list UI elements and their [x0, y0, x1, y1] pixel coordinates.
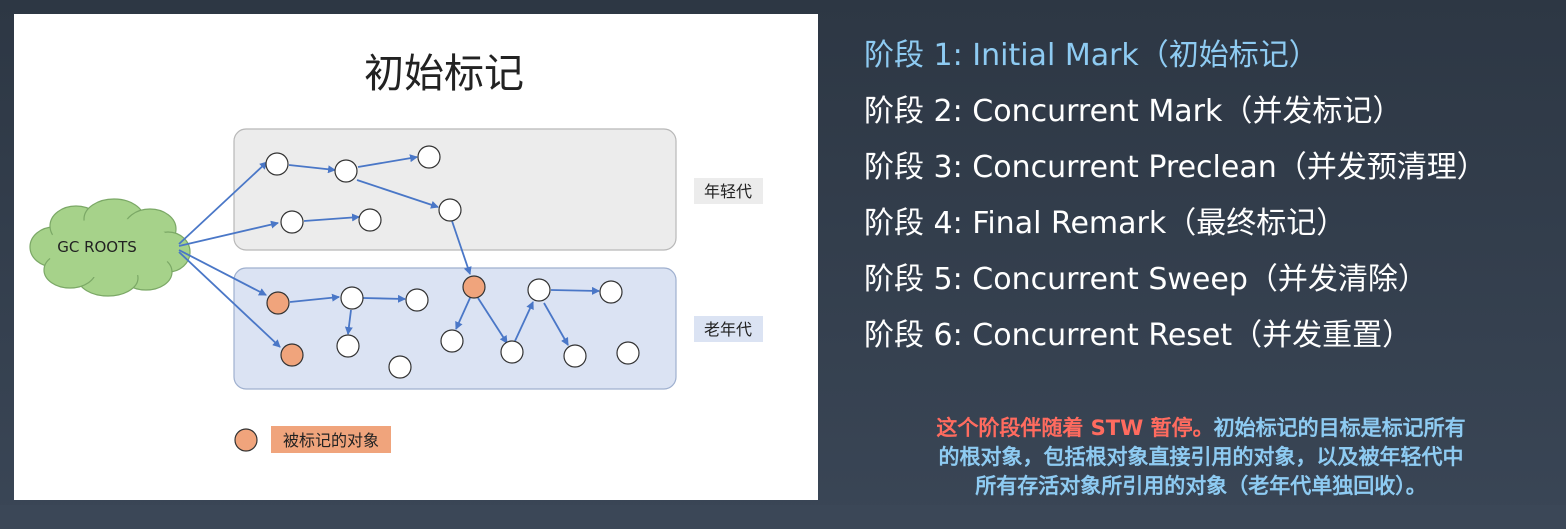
edge [289, 293, 340, 303]
stage-description: 这个阶段伴随着 STW 暂停。初始标记的目标是标记所有 的根对象，包括根对象直接… [848, 414, 1554, 501]
edge [477, 297, 508, 344]
stage-item-concurrent-reset: 阶段 6: Concurrent Reset（并发重置） [864, 318, 1413, 353]
young-gen-label-bg [694, 178, 763, 204]
old-gen-label: 老年代 [704, 320, 752, 339]
edge [514, 301, 534, 342]
edge [362, 294, 406, 303]
diagram-title: 初始标记 [364, 51, 524, 97]
stage-item-concurrent-mark: 阶段 2: Concurrent Mark（并发标记） [864, 94, 1403, 129]
edge [178, 251, 281, 348]
object-node [405, 288, 429, 312]
object-node [358, 208, 382, 232]
marked-object-node [462, 275, 486, 299]
edge [543, 302, 569, 346]
edge [357, 154, 418, 168]
marked-object-node [266, 291, 290, 315]
old-gen-objects [266, 275, 640, 379]
edge [455, 297, 471, 330]
gc-diagram: 初始标记 年轻代 老年代 GC ROOTS [29, 51, 763, 453]
young-gen-label: 年轻代 [704, 182, 752, 201]
edge [356, 179, 439, 209]
stage-item-concurrent-preclean: 阶段 3: Concurrent Preclean（并发预清理） [864, 150, 1487, 185]
object-node [440, 329, 464, 353]
object-node [336, 334, 360, 358]
gc-roots-cloud [29, 198, 191, 297]
reference-edges [178, 154, 600, 348]
edge [178, 161, 268, 245]
old-gen-label-bg [694, 316, 763, 342]
stage-item-initial-mark: 阶段 1: Initial Mark（初始标记） [864, 38, 1319, 73]
object-node [388, 355, 412, 379]
object-node [527, 278, 551, 302]
gc-roots-label: GC ROOTS [57, 238, 137, 256]
edge [178, 249, 267, 296]
object-node [616, 341, 640, 365]
stage-item-concurrent-sweep: 阶段 5: Concurrent Sweep（并发清除） [864, 262, 1428, 297]
object-node [280, 210, 304, 234]
note-stw-warning: 这个阶段伴随着 STW 暂停。 [936, 416, 1214, 440]
edge [303, 213, 360, 222]
marked-object-node [280, 343, 304, 367]
edge [451, 220, 472, 275]
object-node [500, 340, 524, 364]
object-node [265, 152, 289, 176]
cms-stage-list: 阶段 1: Initial Mark（初始标记） 阶段 2: Concurren… [864, 28, 1487, 364]
note-line-3: 所有存活对象所引用的对象（老年代单独回收）。 [975, 474, 1427, 498]
object-node [599, 280, 623, 304]
edge [288, 164, 336, 174]
note-line-2: 的根对象，包括根对象直接引用的对象，以及被年轻代中 [938, 445, 1464, 469]
stage-item-final-remark: 阶段 4: Final Remark（最终标记） [864, 206, 1347, 241]
young-gen-region [233, 128, 677, 251]
edge [178, 220, 279, 247]
edge [550, 286, 600, 295]
object-node [563, 344, 587, 368]
object-node [438, 198, 462, 222]
legend-label-bg [271, 426, 391, 453]
object-node [334, 159, 358, 183]
bottom-bar [0, 505, 1566, 529]
diagram-panel: 初始标记 年轻代 老年代 GC ROOTS [14, 14, 818, 500]
note-line-1: 这个阶段伴随着 STW 暂停。初始标记的目标是标记所有 [848, 414, 1554, 443]
legend-label: 被标记的对象 [283, 431, 379, 450]
young-gen-objects [265, 145, 462, 234]
legend-marked-swatch [234, 428, 258, 452]
object-node [417, 145, 441, 169]
edge [344, 309, 353, 335]
object-node [340, 286, 364, 310]
note-line-1-text: 初始标记的目标是标记所有 [1213, 416, 1466, 440]
